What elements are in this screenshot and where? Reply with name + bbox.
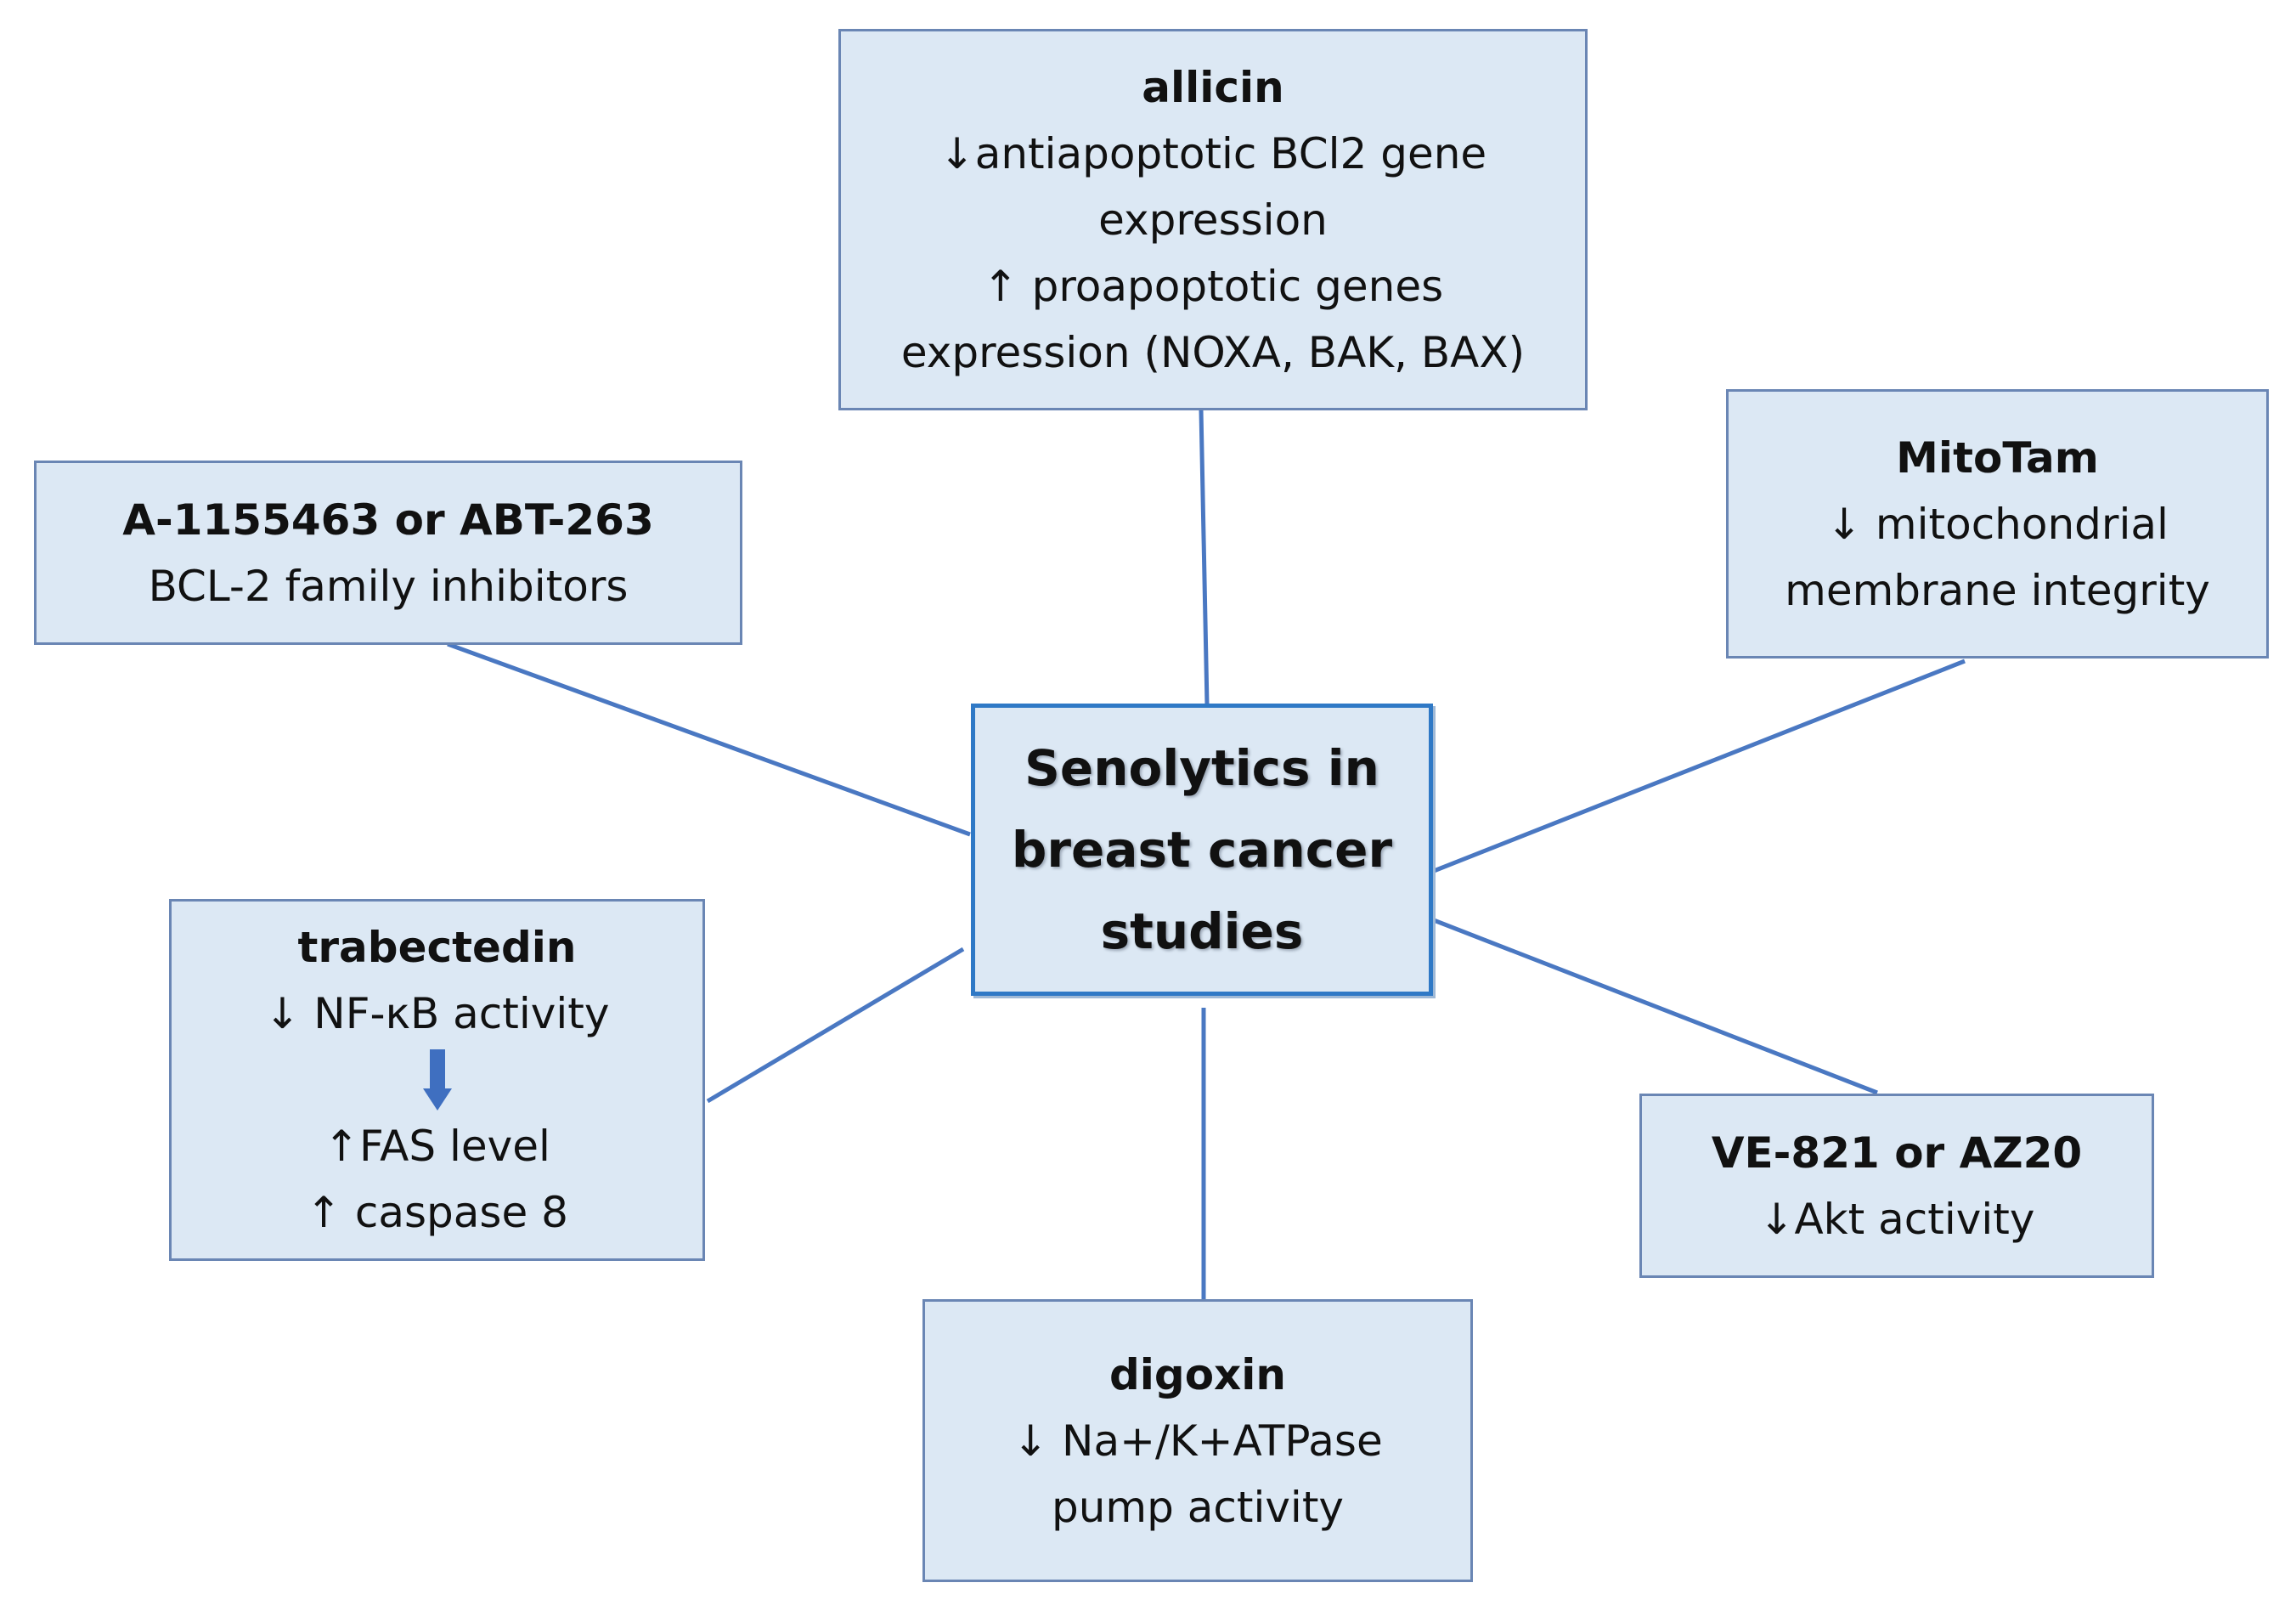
- mitotam-node: MitoTam ↓ mitochondrial membrane integri…: [1726, 389, 2269, 659]
- thick-down-arrow-icon: [422, 1047, 452, 1113]
- ve821-title: VE-821 or AZ20: [1711, 1128, 2083, 1178]
- abt-node: A-1155463 or ABT-263 BCL-2 family inhibi…: [34, 461, 742, 645]
- allicin-title: allicin: [1142, 62, 1284, 112]
- abt-line-1: BCL-2 family inhibitors: [148, 561, 629, 611]
- mitotam-line-1: ↓ mitochondrial: [1826, 499, 2169, 549]
- center-node: Senolytics in breast cancer studies: [971, 704, 1433, 996]
- connector-trabectedin: [706, 947, 965, 1104]
- trabectedin-node: trabectedin ↓ NF-κB activity ↑FAS level …: [169, 899, 705, 1261]
- allicin-node: allicin ↓antiapoptotic BCl2 gene express…: [838, 29, 1588, 410]
- center-line-2: breast cancer: [1011, 821, 1393, 879]
- center-line-1: Senolytics in: [1024, 739, 1379, 797]
- trabectedin-title: trabectedin: [297, 923, 577, 972]
- digoxin-line-2: pump activity: [1051, 1482, 1345, 1532]
- abt-title: A-1155463 or ABT-263: [122, 495, 654, 545]
- allicin-line-1: ↓antiapoptotic BCl2 gene: [939, 128, 1487, 178]
- ve821-node: VE-821 or AZ20 ↓Akt activity: [1639, 1094, 2154, 1278]
- digoxin-line-1: ↓ Na+/K+ATPase: [1013, 1416, 1383, 1466]
- ve821-line-1: ↓Akt activity: [1758, 1194, 2035, 1244]
- digoxin-title: digoxin: [1109, 1349, 1287, 1399]
- allicin-line-2: expression: [1098, 195, 1328, 245]
- allicin-line-3: ↑ proapoptotic genes: [982, 261, 1444, 311]
- allicin-line-4: expression (NOXA, BAK, BAX): [900, 327, 1526, 377]
- trabectedin-line-3: ↑ caspase 8: [306, 1188, 568, 1237]
- center-line-3: studies: [1100, 902, 1304, 960]
- trabectedin-line-1: ↓ NF-κB activity: [264, 989, 610, 1038]
- trabectedin-line-2: ↑FAS level: [324, 1122, 550, 1171]
- digoxin-node: digoxin ↓ Na+/K+ATPase pump activity: [922, 1299, 1473, 1582]
- connector-ve821: [1433, 918, 1878, 1095]
- mitotam-line-2: membrane integrity: [1785, 565, 2210, 615]
- connector-abt: [447, 642, 971, 837]
- mitotam-title: MitoTam: [1896, 432, 2099, 483]
- connector-mitotam: [1433, 659, 1966, 873]
- connector-allicin: [1199, 410, 1210, 706]
